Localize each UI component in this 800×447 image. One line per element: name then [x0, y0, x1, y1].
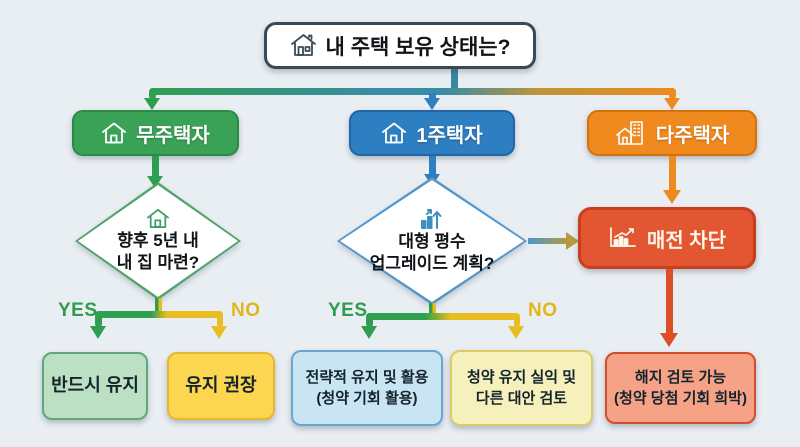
outcome-line2: (청약 기회 활용) — [316, 389, 418, 407]
branch-label: 1주택자 — [416, 124, 483, 147]
root-question-label: 내 주택 보유 상태는? — [325, 35, 511, 59]
connector-mid-split-bar — [366, 313, 520, 320]
arrowhead-action-down — [660, 333, 678, 347]
house-icon — [290, 33, 317, 58]
arrowhead-branch-left — [144, 98, 160, 110]
outcome-text: 반드시 유지 — [51, 375, 139, 396]
root-question-node: 내 주택 보유 상태는? — [264, 22, 536, 69]
arrowhead-action-right — [566, 232, 579, 250]
edge-label-no-mid: NO — [528, 300, 558, 321]
arrowhead-orange-down — [663, 190, 681, 204]
outcome-must-keep: 반드시 유지 — [42, 352, 148, 420]
edge-label-yes-mid: YES — [328, 300, 368, 321]
house-icon — [381, 121, 407, 145]
connector-branch-mid-stub — [429, 93, 436, 99]
arrowhead-branch-mid — [424, 98, 440, 110]
connector-orange-vertical — [669, 156, 676, 192]
branch-one-home: 1주택자 — [349, 110, 515, 156]
connector-root-vertical — [451, 68, 458, 92]
house-icon — [101, 121, 127, 145]
decision-upgrade-size: 대형 평수 업그레이드 계획? — [337, 177, 527, 305]
outcome-cancel-possible: 해지 검토 가능 (청약 당첨 기회 희박) — [605, 352, 756, 424]
action-label: 매전 차단 — [646, 229, 727, 252]
branch-no-home: 무주택자 — [72, 110, 239, 156]
connector-branch-left-stub — [149, 90, 156, 99]
house-building-icon — [615, 120, 647, 146]
line-chart-icon — [608, 225, 638, 251]
decision-line2: 업그레이드 계획? — [369, 253, 495, 273]
decision-line1: 향후 5년 내 — [117, 231, 199, 251]
arrowhead-mid-no — [508, 326, 524, 339]
connector-left-split-bar — [95, 311, 223, 318]
outcome-keep-recommended: 유지 권장 — [167, 352, 275, 420]
connector-mid-yes-stub — [366, 316, 373, 327]
outcome-line2: (청약 당첨 기회 희박) — [614, 389, 747, 407]
outcome-line2: 다른 대안 검토 — [475, 389, 568, 407]
connector-action-vertical — [666, 269, 673, 334]
chart-up-arrows-icon — [418, 208, 446, 230]
connector-branch-horizontal — [149, 88, 676, 95]
connector-blue-vertical — [429, 156, 436, 176]
decision-buy-home-5yr: 향후 5년 내 내 집 마련? — [75, 182, 241, 300]
edge-label-yes-left: YES — [58, 300, 98, 321]
outcome-text: 유지 권장 — [185, 375, 257, 396]
connector-branch-right-stub — [669, 90, 676, 99]
arrowhead-mid-yes — [361, 326, 377, 339]
action-sell-block-node: 매전 차단 — [578, 207, 756, 269]
outcome-strategic-keep: 전략적 유지 및 활용 (청약 기회 활용) — [291, 350, 443, 426]
connector-mid-split-stub — [429, 303, 436, 315]
outcome-review-alternatives: 청약 유지 실익 및 다른 대안 검토 — [450, 350, 593, 426]
edge-label-no-left: NO — [231, 300, 261, 321]
connector-left-no-stub — [216, 314, 223, 327]
decision-line1: 대형 평수 — [398, 231, 466, 251]
connector-mid-no-stub — [513, 316, 520, 327]
branch-label: 다주택자 — [655, 124, 730, 147]
arrowhead-left-no — [211, 326, 227, 339]
branch-multi-home: 다주택자 — [587, 110, 757, 156]
outcome-line1: 청약 유지 실익 및 — [466, 369, 577, 386]
connector-left-yes-stub — [95, 314, 102, 327]
decision-line2: 내 집 마련? — [116, 253, 200, 272]
branch-label: 무주택자 — [136, 124, 210, 147]
outcome-line1: 해지 검토 가능 — [634, 369, 727, 386]
connector-green-vertical — [152, 156, 159, 178]
house-icon — [146, 208, 170, 229]
outcome-line1: 전략적 유지 및 활용 — [305, 369, 429, 386]
arrowhead-left-yes — [90, 326, 106, 339]
arrowhead-branch-right — [664, 98, 680, 110]
connector-left-split-stub — [155, 298, 162, 313]
connector-diamond-to-action — [528, 238, 568, 244]
